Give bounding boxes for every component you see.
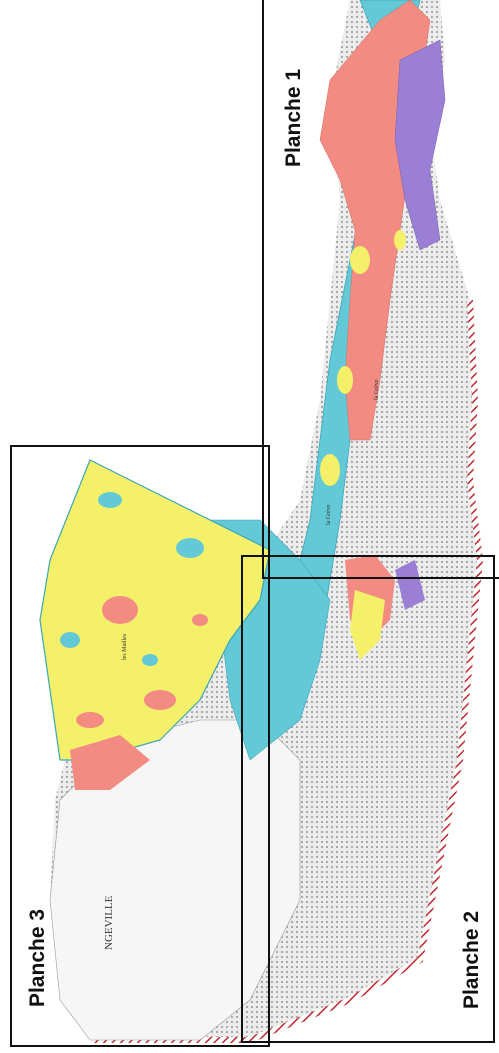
yellow-patch bbox=[320, 454, 340, 486]
yellow-patch bbox=[394, 230, 406, 250]
purple-zone-south bbox=[395, 560, 425, 610]
blue-patch bbox=[142, 654, 158, 666]
place-label: la Grève bbox=[326, 504, 332, 525]
red-patch bbox=[76, 712, 104, 728]
blue-patch bbox=[60, 632, 80, 648]
rural-zone bbox=[49, 719, 301, 1041]
coastal-boundary-hatched bbox=[90, 299, 484, 1043]
planche-3-frame bbox=[10, 445, 270, 1047]
place-label: NGEVILLE bbox=[103, 895, 115, 950]
blue-patch bbox=[176, 538, 204, 558]
blue-patch bbox=[98, 492, 122, 508]
yellow-patch bbox=[337, 366, 353, 394]
planche-1-frame bbox=[262, 0, 499, 579]
yellow-patch bbox=[350, 246, 370, 274]
planche-1-label: Planche 1 bbox=[282, 69, 305, 167]
red-patch bbox=[144, 690, 176, 710]
planche-3-label: Planche 3 bbox=[26, 909, 49, 1007]
planche-2-frame bbox=[241, 555, 495, 1043]
yellow-plain bbox=[39, 459, 271, 761]
place-label: la Grève bbox=[374, 379, 380, 400]
red-patch bbox=[192, 614, 208, 626]
red-zone-west bbox=[70, 735, 150, 790]
place-label: les Mailles bbox=[122, 633, 128, 660]
red-patch bbox=[102, 596, 138, 624]
planche-2-label: Planche 2 bbox=[460, 911, 483, 1009]
purple-zone bbox=[394, 39, 446, 251]
yellow-zone-junction bbox=[350, 590, 385, 660]
